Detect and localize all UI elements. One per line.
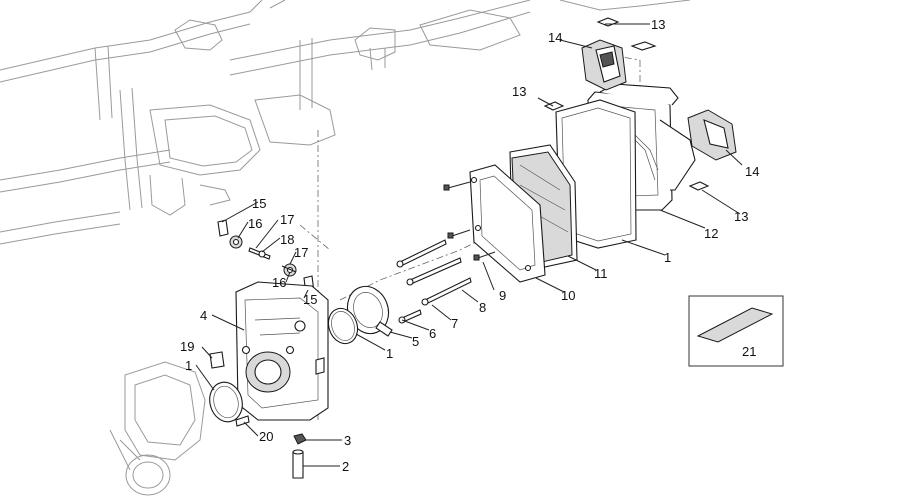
screws-9 [443, 181, 496, 261]
drain-parts-2-3 [292, 433, 307, 479]
chassis-frame [0, 0, 691, 245]
callout-1a: 1 [664, 250, 671, 265]
callout-1c: 1 [185, 358, 192, 373]
bolts-5-8 [396, 239, 472, 324]
callout-14b: 14 [745, 164, 759, 179]
airbox-lower-4 [235, 281, 329, 421]
callout-21: 21 [742, 344, 756, 359]
leader-lines [195, 23, 743, 467]
callout-17b: 17 [294, 245, 308, 260]
callout-18: 18 [280, 232, 294, 247]
callout-5: 5 [412, 334, 419, 349]
callout-11: 11 [594, 266, 608, 281]
callout-4: 4 [200, 308, 207, 323]
callout-1b: 1 [386, 346, 393, 361]
callout-13c: 13 [734, 209, 748, 224]
callout-6: 6 [429, 326, 436, 341]
duct-parts-13-14 [543, 17, 737, 191]
filter-cover-10 [469, 164, 546, 283]
callout-8: 8 [479, 300, 486, 315]
callout-13b: 13 [512, 84, 526, 99]
callout-13a: 13 [651, 17, 665, 32]
callout-20: 20 [259, 429, 273, 444]
callout-16b: 16 [272, 275, 286, 290]
callout-12: 12 [704, 226, 718, 241]
callout-labels: 13 14 13 14 13 12 1 11 10 9 8 7 6 5 1 15… [180, 17, 759, 474]
callout-7: 7 [451, 316, 458, 331]
callout-16a: 16 [248, 216, 262, 231]
callout-2: 2 [342, 459, 349, 474]
callout-15a: 15 [252, 196, 266, 211]
callout-10: 10 [561, 288, 575, 303]
callout-9: 9 [499, 288, 506, 303]
callout-17a: 17 [280, 212, 294, 227]
part-21-inset [688, 295, 784, 367]
callout-3: 3 [344, 433, 351, 448]
callout-14a: 14 [548, 30, 562, 45]
throttle-body [109, 351, 250, 496]
clamp-and-oring [327, 285, 393, 345]
callout-19: 19 [180, 339, 194, 354]
callout-15b: 15 [303, 292, 317, 307]
